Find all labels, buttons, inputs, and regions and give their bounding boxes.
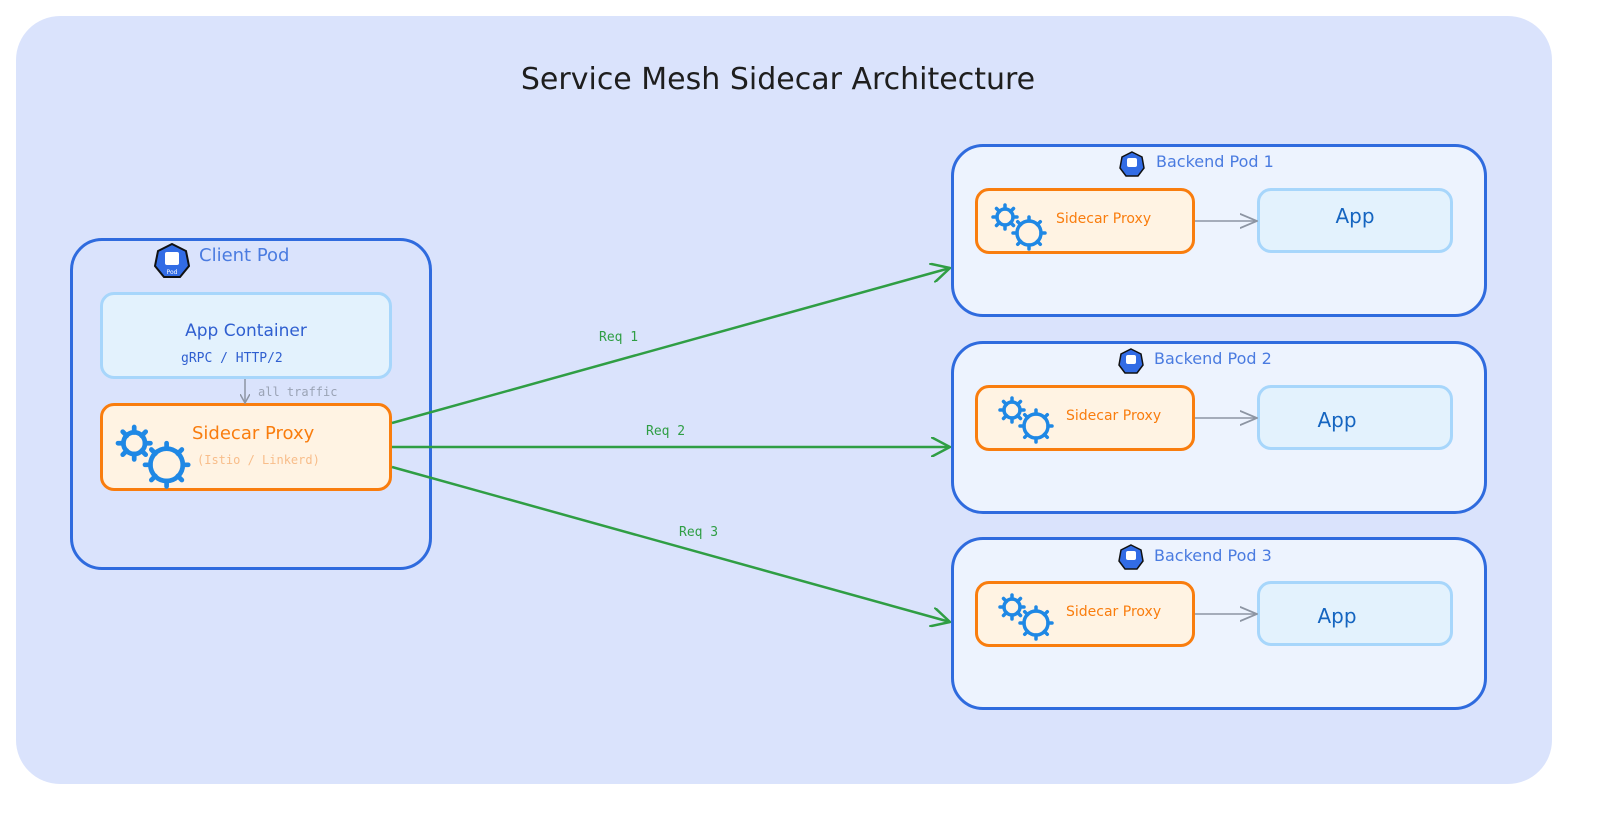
app-container-protocol: gRPC / HTTP/2 <box>181 351 283 366</box>
backend-3-app[interactable] <box>1257 581 1453 646</box>
backend-2-app-label: App <box>1317 408 1357 432</box>
backend-1-app-label: App <box>1335 204 1375 228</box>
backend-3-proxy-label: Sidecar Proxy <box>1066 604 1162 620</box>
client-pod-label: Client Pod <box>199 245 290 266</box>
backend-1-proxy-label: Sidecar Proxy <box>1056 211 1152 227</box>
client-proxy-subtitle: (Istio / Linkerd) <box>197 453 320 467</box>
client-proxy-title: Sidecar Proxy <box>192 423 315 444</box>
backend-pod-1-label: Backend Pod 1 <box>1156 152 1274 171</box>
app-container[interactable] <box>100 292 392 379</box>
backend-3-app-label: App <box>1317 604 1357 628</box>
client-sidecar-proxy[interactable] <box>100 403 392 491</box>
backend-1-app[interactable] <box>1257 188 1453 253</box>
app-container-title: App Container <box>185 321 307 341</box>
req-3-label: Req 3 <box>679 525 719 540</box>
req-1-label: Req 1 <box>599 330 639 345</box>
backend-2-app[interactable] <box>1257 385 1453 450</box>
backend-2-proxy-label: Sidecar Proxy <box>1066 408 1162 424</box>
backend-pod-3-label: Backend Pod 3 <box>1154 546 1272 565</box>
req-2-label: Req 2 <box>646 424 686 439</box>
diagram-title: Service Mesh Sidecar Architecture <box>520 62 1036 97</box>
kubernetes-pod-icon: Pod <box>154 243 190 278</box>
all-traffic-label: all traffic <box>258 385 338 399</box>
svg-text:Pod: Pod <box>167 269 178 276</box>
backend-pod-2-label: Backend Pod 2 <box>1154 349 1272 368</box>
